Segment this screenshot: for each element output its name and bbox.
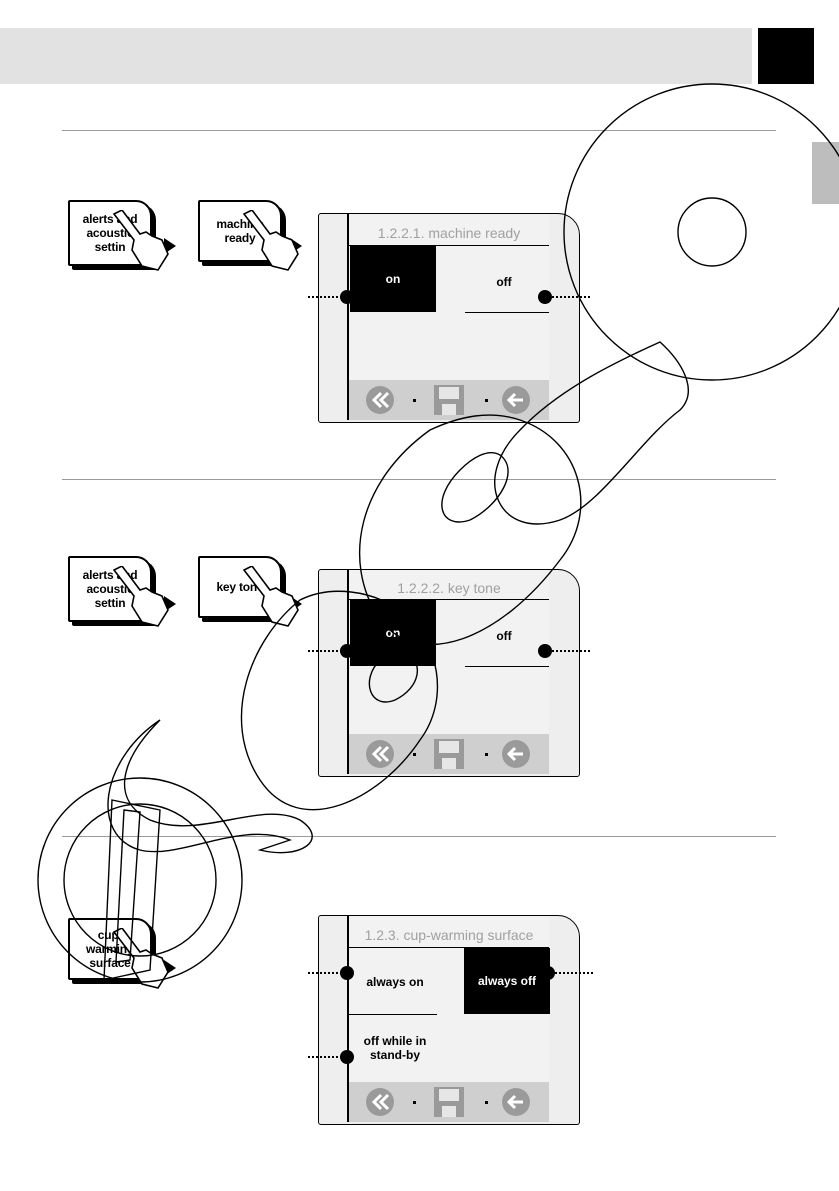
arrow-left-icon[interactable] <box>501 1087 531 1117</box>
double-chevron-left-icon[interactable] <box>365 739 395 769</box>
callout-dot <box>340 644 354 658</box>
pointing-hand-icon <box>112 566 169 627</box>
callout-dot <box>538 644 552 658</box>
screen-title: 1.2.2.2. key tone <box>397 580 501 596</box>
page-number-box <box>758 28 814 84</box>
pointing-hand-icon <box>242 210 299 271</box>
callout-dot <box>538 290 552 304</box>
double-chevron-left-icon[interactable] <box>365 385 395 415</box>
section-divider <box>62 836 776 837</box>
floppy-disk-icon[interactable] <box>433 1086 465 1118</box>
option-always-off[interactable]: always off <box>464 948 550 1014</box>
screen-title: 1.2.2.1. machine ready <box>377 225 521 241</box>
callout-dot <box>340 290 354 304</box>
section-divider <box>62 479 776 480</box>
option-always-on[interactable]: always on <box>366 975 424 989</box>
chapter-tab <box>812 142 839 204</box>
pointing-hand-icon <box>112 210 169 271</box>
option-on[interactable]: on <box>350 600 436 666</box>
section-divider <box>62 130 776 131</box>
option-off-standby[interactable]: off while in stand-by <box>363 1034 427 1062</box>
display-screen: 1.2.3. cup-warming surface always on alw… <box>318 915 580 1125</box>
option-off[interactable]: off <box>496 275 512 289</box>
screen-title: 1.2.3. cup-warming surface <box>364 927 534 943</box>
display-screen: 1.2.2.1. machine ready on off <box>318 213 580 423</box>
pointing-hand-icon <box>242 566 299 627</box>
callout-dot <box>340 966 354 980</box>
floppy-disk-icon[interactable] <box>433 738 465 770</box>
header-bar <box>0 28 752 84</box>
option-off[interactable]: off <box>496 629 512 643</box>
arrow-left-icon[interactable] <box>501 739 531 769</box>
option-on[interactable]: on <box>350 246 436 312</box>
arrow-left-icon[interactable] <box>501 385 531 415</box>
floppy-disk-icon[interactable] <box>433 384 465 416</box>
display-screen: 1.2.2.2. key tone on off <box>318 569 580 777</box>
callout-dot <box>340 1050 354 1064</box>
pointing-hand-icon <box>112 928 169 989</box>
step-card-label: key tone <box>216 580 264 594</box>
callout-dot <box>541 966 555 980</box>
double-chevron-left-icon[interactable] <box>365 1087 395 1117</box>
